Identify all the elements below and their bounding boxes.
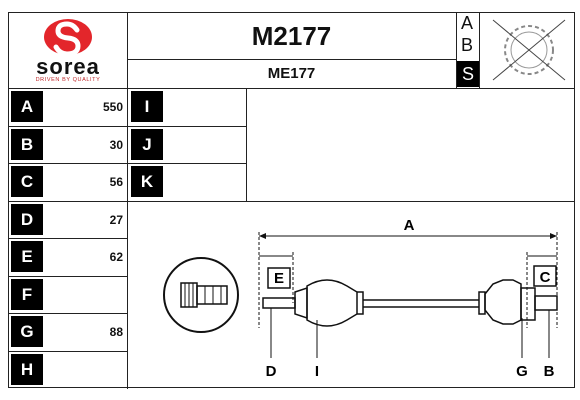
extra-dimension-label: I <box>131 91 163 122</box>
shaft <box>262 279 558 327</box>
divider <box>246 88 247 201</box>
dimension-value: 56 <box>109 175 123 189</box>
drive-shaft-diagram: A E C D I G B <box>163 217 558 380</box>
label-i: I <box>315 363 319 380</box>
abs-letter-s: S <box>457 61 479 87</box>
spec-sheet: sorea DRIVEN BY QUALITY M2177 ME177 A B … <box>8 12 575 389</box>
divider <box>9 88 575 89</box>
divider <box>9 201 127 202</box>
dimension-label: H <box>11 354 43 385</box>
label-c: C <box>540 269 551 286</box>
divider <box>9 238 127 239</box>
divider <box>127 126 246 127</box>
divider <box>127 59 456 60</box>
extra-dimension-label: J <box>131 129 163 160</box>
dimension-value: 88 <box>109 325 123 339</box>
label-g: G <box>516 363 528 380</box>
extra-dimension-label: K <box>131 166 163 197</box>
abs-letter-a: A <box>460 13 473 33</box>
abs-ring-crossed-icon <box>492 19 566 81</box>
label-b: B <box>544 363 555 380</box>
divider <box>9 163 127 164</box>
brand-name: sorea <box>36 54 100 79</box>
dimension-label: D <box>11 204 43 235</box>
abs-letter-b: B <box>460 35 473 55</box>
divider <box>9 276 127 277</box>
dimension-label: E <box>11 241 43 272</box>
dimension-label: B <box>11 129 43 160</box>
dimension-label: A <box>11 91 43 122</box>
label-d: D <box>266 363 277 380</box>
dimension-value: 62 <box>109 250 123 264</box>
spline-detail <box>163 257 239 333</box>
divider <box>127 201 575 202</box>
divider <box>9 351 127 352</box>
dimension-value: 27 <box>109 213 123 227</box>
dimension-label: C <box>11 166 43 197</box>
dimension-value: 550 <box>102 100 123 114</box>
dimension-value: 30 <box>109 138 123 152</box>
divider <box>9 313 127 314</box>
reference-number: ME177 <box>267 65 316 82</box>
dimension-label: G <box>11 316 43 347</box>
sorea-logo-icon <box>44 19 92 57</box>
brand-logo: sorea DRIVEN BY QUALITY <box>9 13 127 88</box>
part-number: M2177 <box>251 21 332 51</box>
dimension-label: F <box>11 279 43 310</box>
divider <box>9 126 127 127</box>
label-e: E <box>274 270 284 287</box>
divider <box>456 13 457 88</box>
brand-tagline: DRIVEN BY QUALITY <box>35 77 101 83</box>
label-a: A <box>404 217 415 234</box>
divider <box>479 13 480 88</box>
divider <box>127 163 246 164</box>
